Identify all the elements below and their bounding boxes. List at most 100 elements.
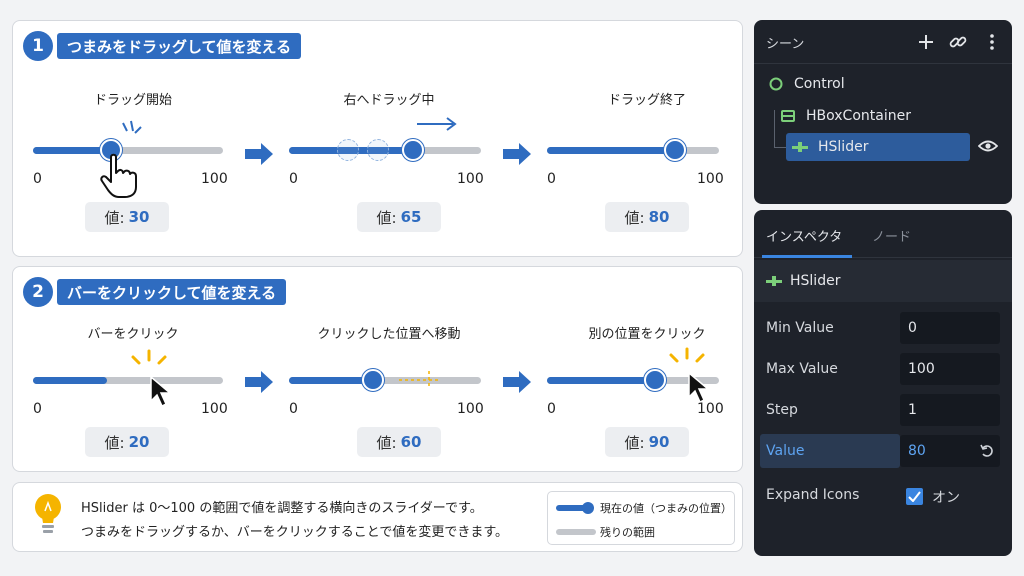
right-arrow-icon [417, 117, 457, 131]
value-display: 値: 30 [85, 202, 169, 232]
click-demo-panel: 2 バーをクリックして値を変える バーをクリック 0 100 値: 20 クリッ… [12, 266, 743, 472]
value-number: 90 [648, 433, 670, 451]
value-display: 値: 60 [357, 427, 441, 457]
slider-min-label: 0 [33, 171, 42, 187]
slider-knob[interactable] [644, 369, 666, 391]
tree-node-hboxcontainer[interactable]: HBoxContainer [780, 102, 911, 130]
slider-max-label: 100 [457, 401, 484, 417]
slider-track[interactable] [33, 377, 223, 384]
dragging-demo: 右へドラッグ中 0 100 値: 65 [289, 81, 489, 281]
value-number: 65 [400, 208, 422, 226]
drag-demo-panel: 1 つまみをドラッグして値を変える ドラッグ開始 0 100 値: 30 右へド… [12, 20, 743, 257]
value-key: 値: [624, 208, 645, 227]
checkmark-icon [908, 491, 921, 502]
lightbulb-icon [35, 494, 61, 533]
hslider-icon [766, 276, 782, 286]
section1-heading: 1 つまみをドラッグして値を変える [23, 31, 302, 61]
slider-fill [547, 147, 675, 154]
step-caption: クリックした位置へ移動 [317, 327, 461, 342]
section1-number: 1 [23, 31, 53, 61]
legend-box: 現在の値（つまみの位置） 残りの範囲 [547, 491, 735, 545]
section1-title: つまみをドラッグして値を変える [57, 33, 302, 59]
tree-connector [774, 110, 786, 148]
drag-end-demo: ドラッグ終了 0 100 値: 80 [547, 81, 747, 281]
value-key: 値: [376, 433, 397, 452]
prop-label-min-value: Min Value [766, 320, 834, 336]
slider-knob[interactable] [664, 139, 686, 161]
prop-label-step: Step [766, 402, 798, 418]
slider-min-label: 0 [547, 401, 556, 417]
slider-knob[interactable] [362, 369, 384, 391]
section2-title: バーをクリックして値を変える [57, 279, 287, 305]
value-number: 20 [128, 433, 150, 451]
move-to-click-demo: クリックした位置へ移動 0 100 値: 60 [289, 317, 489, 517]
click-spark-icon [669, 347, 705, 363]
visibility-eye-icon[interactable] [978, 139, 998, 153]
knob-trail-ghost [337, 139, 359, 161]
value-display: 値: 65 [357, 202, 441, 232]
max-value-field[interactable]: 100 [900, 353, 1000, 385]
value-field[interactable]: 80 [900, 435, 1000, 467]
expand-icons-value: オン [932, 490, 960, 506]
active-tab-indicator [762, 255, 852, 258]
step-caption: バーをクリック [87, 327, 179, 342]
tree-node-hslider[interactable]: HSlider [786, 133, 970, 161]
drag-start-demo: ドラッグ開始 0 100 値: 30 [33, 81, 233, 281]
section2-number: 2 [23, 277, 53, 307]
arrow-cursor-icon [150, 375, 173, 408]
value-display: 値: 90 [605, 427, 689, 457]
slider-max-label: 100 [201, 401, 228, 417]
slider-max-label: 100 [697, 171, 724, 187]
hslider-icon [792, 139, 808, 155]
tree-node-control[interactable]: Control [768, 70, 845, 98]
link-icon[interactable] [946, 30, 970, 54]
min-value-field[interactable]: 0 [900, 312, 1000, 344]
slider-min-label: 0 [33, 401, 42, 417]
revert-icon[interactable] [980, 444, 994, 458]
circle-outline-icon [768, 76, 784, 92]
arrow-cursor-icon [688, 371, 711, 404]
slider-track[interactable] [289, 377, 481, 384]
step-caption: 右へドラッグ中 [343, 93, 435, 108]
slider-fill [547, 377, 655, 384]
legend-current-row: 現在の値（つまみの位置） [556, 500, 732, 516]
click-target-icon [399, 371, 441, 389]
spark-icon [122, 120, 142, 134]
hand-cursor-icon [100, 153, 137, 198]
inspected-node-name: HSlider [790, 273, 841, 289]
slider-knob[interactable] [402, 139, 424, 161]
value-display: 値: 80 [605, 202, 689, 232]
scene-title: シーン [766, 37, 805, 52]
prop-label-max-value: Max Value [766, 361, 838, 377]
step-caption: ドラッグ終了 [607, 93, 686, 108]
step-caption: ドラッグ開始 [93, 93, 172, 108]
next-step-arrow-icon [503, 143, 531, 165]
scene-header: シーン [754, 20, 1012, 64]
value-key: 値: [104, 433, 125, 452]
slider-min-label: 0 [289, 401, 298, 417]
slider-fill [33, 147, 111, 154]
legend-rest-swatch-icon [556, 529, 596, 535]
step-field[interactable]: 1 [900, 394, 1000, 426]
prop-label-value: Value [766, 443, 805, 459]
value-key: 値: [376, 208, 397, 227]
click-elsewhere-demo: 別の位置をクリック 0 100 値: 90 [547, 317, 747, 517]
slider-min-label: 0 [289, 171, 298, 187]
knob-trail-ghost [367, 139, 389, 161]
tab-inspector[interactable]: インスペクタ [766, 230, 843, 245]
scene-dock: シーン Control HBoxContainer HSlider [754, 20, 1012, 204]
slider-track[interactable] [33, 147, 223, 154]
hbox-icon [780, 108, 796, 124]
inspector-tabs: インスペクタ ノード [754, 210, 1012, 258]
add-node-icon[interactable] [914, 30, 938, 54]
slider-min-label: 0 [547, 171, 556, 187]
legend-current-label: 現在の値（つまみの位置） [600, 502, 732, 515]
value-number: 30 [128, 208, 150, 226]
info-line-2: つまみをドラッグするか、バーをクリックすることで値を変更できます。 [81, 525, 509, 540]
inspected-node-header: HSlider [754, 260, 1012, 302]
expand-icons-checkbox[interactable] [906, 488, 923, 505]
node-label: Control [794, 76, 845, 92]
more-options-icon[interactable] [980, 30, 1004, 54]
tab-node[interactable]: ノード [872, 230, 912, 245]
slider-fill [289, 377, 373, 384]
